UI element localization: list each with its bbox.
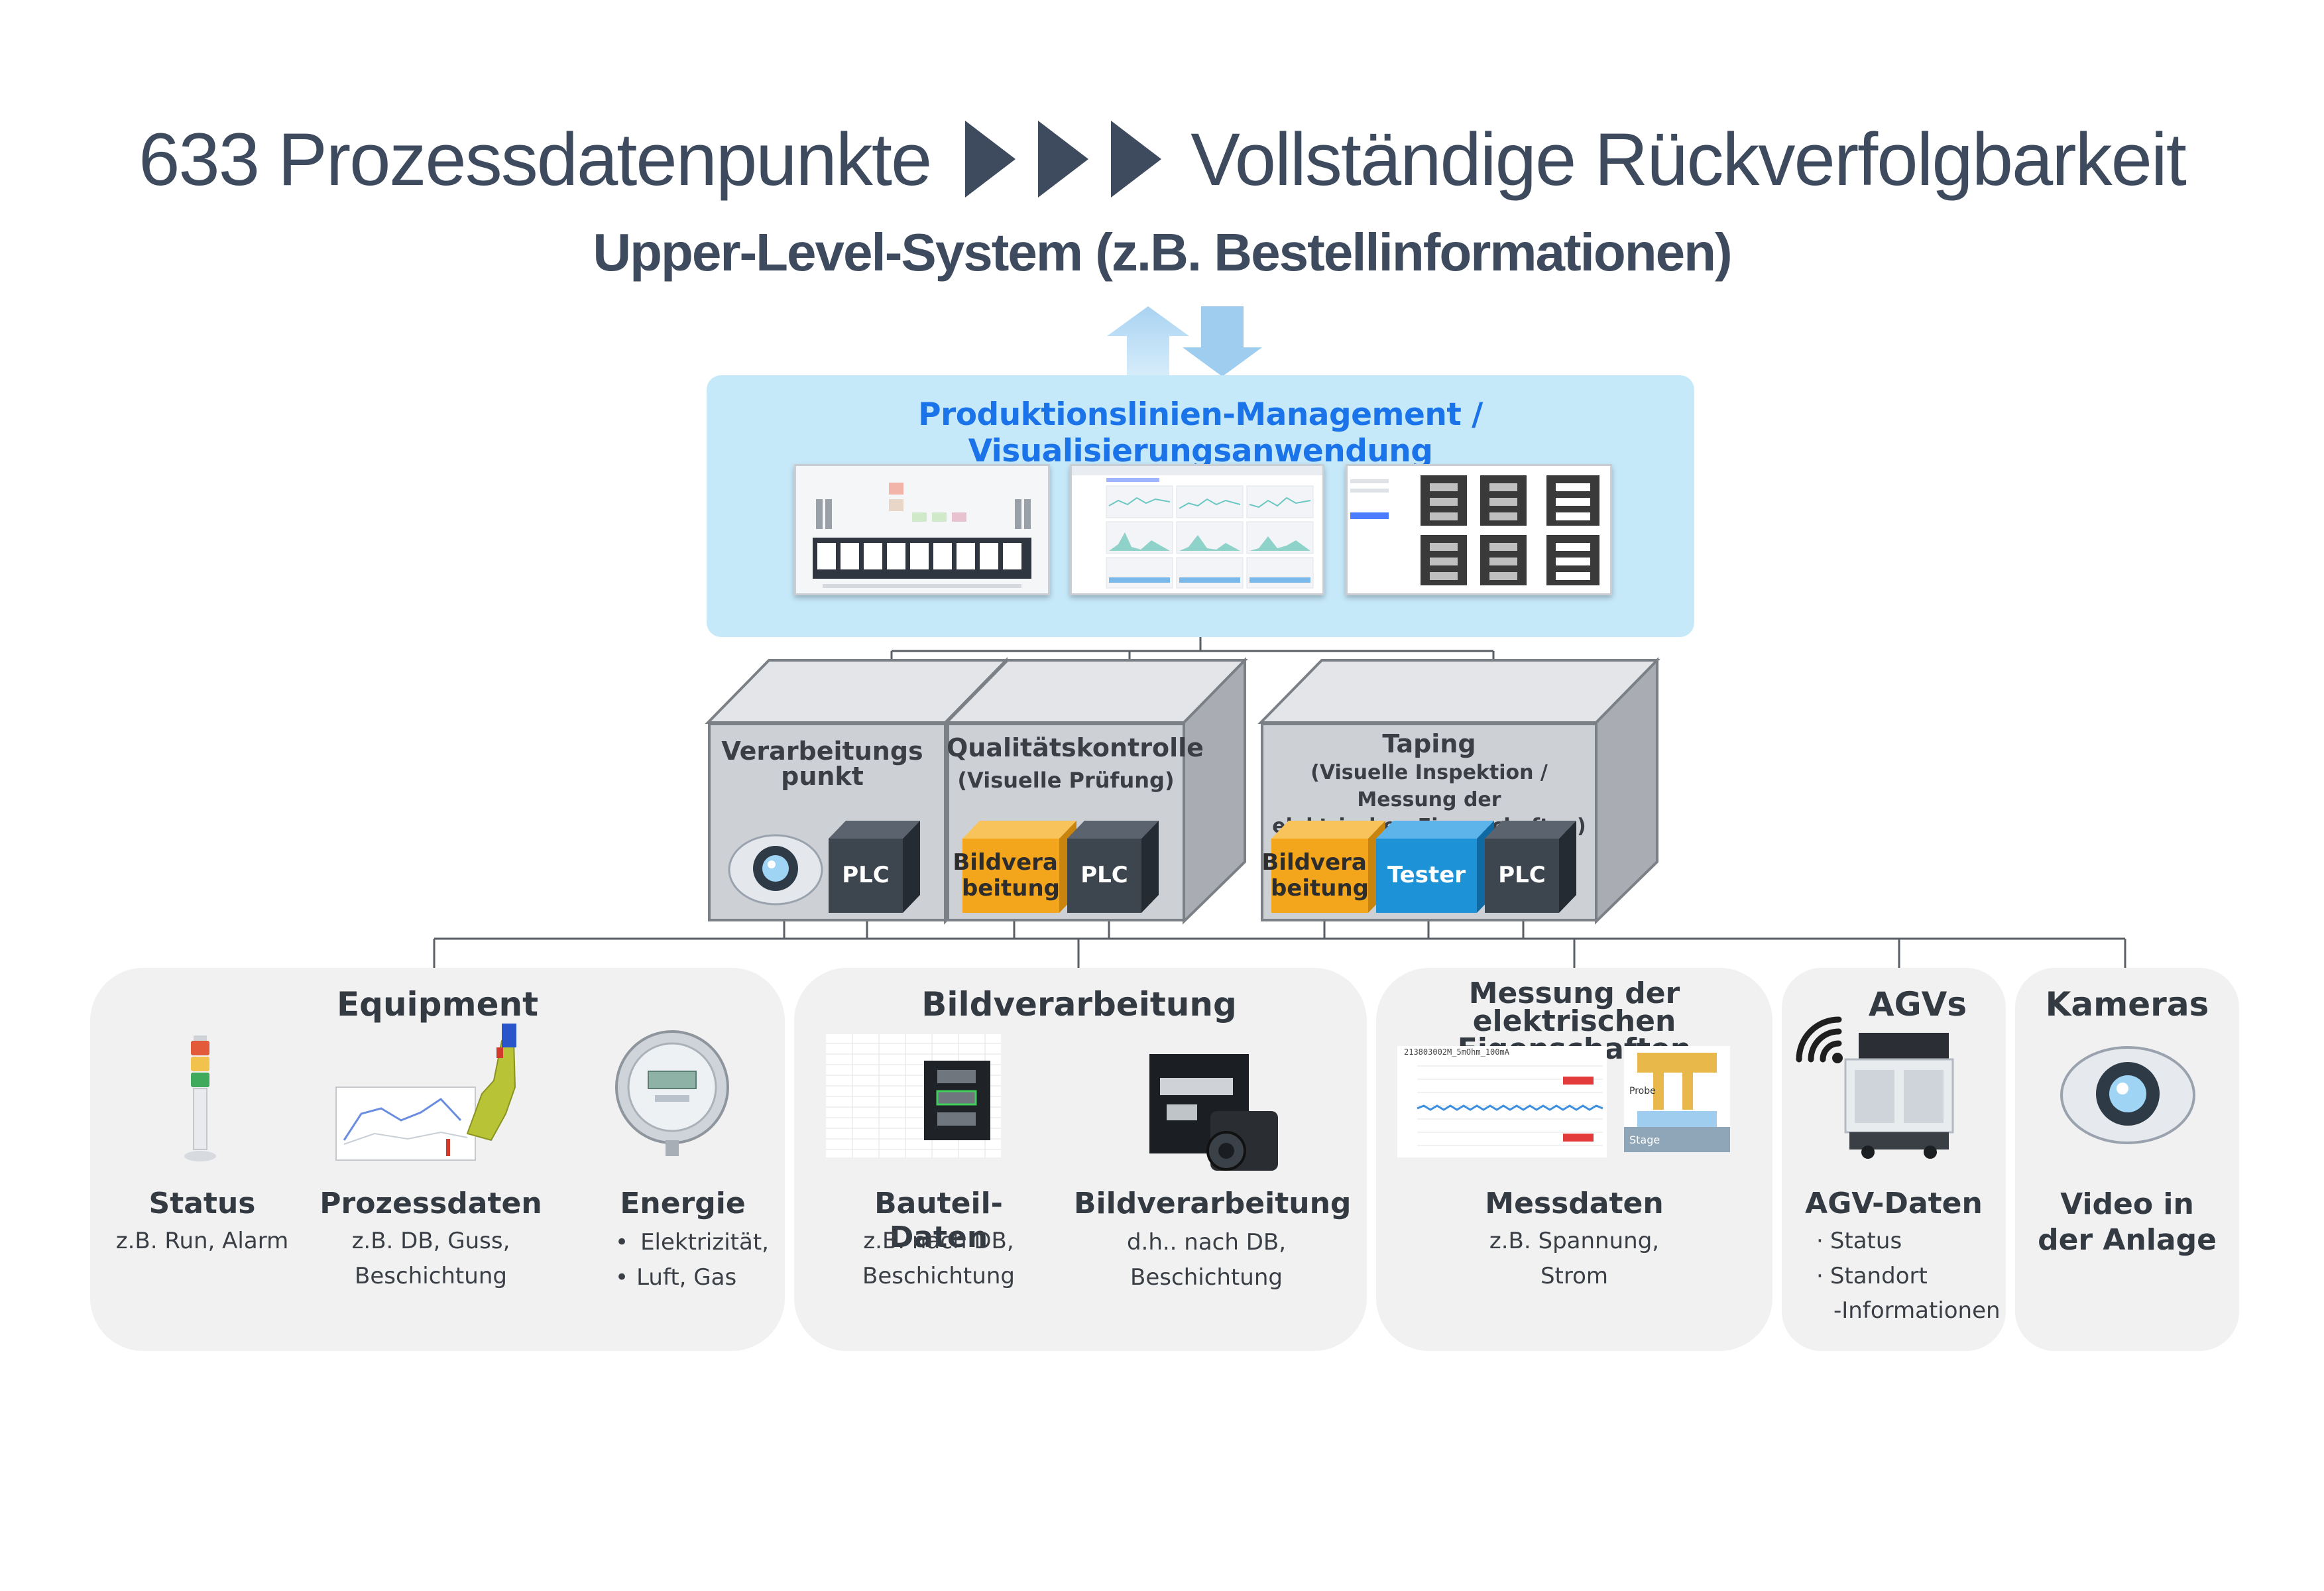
measurement-chart: 213803002M_5mOhm_100mA: [1397, 1046, 1607, 1157]
plc-chip-3d: [1485, 821, 1576, 913]
process-data-graphic: [335, 1024, 516, 1161]
plc-chip-3d: [829, 821, 920, 913]
station-taping-title: Taping: [1382, 729, 1476, 758]
tester-chip-3d: [1376, 821, 1494, 913]
process-data-title: Prozessdaten: [320, 1187, 542, 1220]
plc-chip-3d: [1067, 821, 1159, 913]
line-overview-graphic: [796, 466, 1048, 593]
station-processing-title: Verarbeitungs punkt: [721, 737, 923, 791]
energy-title: Energie: [620, 1187, 746, 1220]
parts-data-description: z.B. nach DB, Beschichtung: [862, 1228, 1015, 1289]
title-left: 633 Prozessdatenpunkte: [139, 117, 932, 201]
dashboard-graphic: [1072, 466, 1322, 593]
up-arrow-icon: [1107, 306, 1189, 379]
panel-measurement: [1376, 968, 1772, 1351]
status-title: Status: [148, 1187, 256, 1220]
upper-level-system-label: Upper-Level-System (z.B. Bestellinformat…: [593, 223, 1732, 282]
status-description: z.B. Run, Alarm: [115, 1228, 289, 1254]
image-processing-title: Bildverarbeitung: [1074, 1187, 1352, 1220]
panel-agv: [1782, 968, 2006, 1351]
dashboard-screenshot: [1070, 464, 1324, 595]
process-data-description: z.B. DB, Guss, Beschichtung: [351, 1228, 510, 1289]
parts-data-title: Bauteil-Daten: [874, 1187, 1003, 1254]
line-overview-screenshot: [794, 464, 1050, 595]
tester-chip: Tester: [1376, 839, 1477, 913]
down-arrow-icon: [1183, 306, 1262, 377]
measurement-waveform: [1417, 1065, 1603, 1146]
probe-stage-illustration: [1624, 1053, 1730, 1152]
panel-cameras: [2015, 968, 2239, 1351]
panel-image-processing-title: Bildverarbeitung: [921, 985, 1237, 1024]
panel-equipment-title: Equipment: [337, 985, 538, 1024]
image-chip-3d: [1271, 821, 1385, 913]
camera-data-title: Video in der Anlage: [2038, 1187, 2217, 1257]
image-processing-description: d.h.. nach DB, Beschichtung: [1126, 1229, 1287, 1291]
bidirectional-arrow-icon: [1107, 306, 1262, 379]
inspection-graphic: [1348, 466, 1610, 593]
plc-chip: PLC: [1067, 839, 1141, 913]
agv-data-title: AGV-Daten: [1805, 1187, 1983, 1220]
signal-tower-icon: [184, 1035, 216, 1161]
stage-label: Stage: [1629, 1134, 1660, 1146]
triple-arrow-icon: [965, 121, 1162, 198]
measurement-chart-caption: 213803002M_5mOhm_100mA: [1404, 1047, 1509, 1057]
energy-description: •Elektrizität, •Luft, Gas: [615, 1229, 769, 1291]
probe-label: Probe: [1629, 1086, 1656, 1096]
inspection-screenshot: [1346, 464, 1612, 595]
camera-icon: [2060, 1046, 2195, 1144]
camera-icon: [728, 834, 823, 906]
agv-robot-graphic: [1844, 1033, 1954, 1159]
play-arrow-icon: [965, 121, 1016, 198]
management-app-title: Produktionslinien-Management / Visualisi…: [918, 396, 1483, 469]
measurement-data-title: Messdaten: [1485, 1187, 1664, 1220]
parts-data-graphic: [826, 1034, 1001, 1157]
measurement-data-description: z.B. Spannung, Strom: [1489, 1228, 1660, 1289]
agv-data-description: ·Status ·Standort -Informationen: [1816, 1228, 2001, 1325]
panel-agv-title: AGVs: [1868, 985, 1967, 1024]
play-arrow-icon: [1111, 121, 1162, 198]
plc-chip: PLC: [1485, 839, 1559, 913]
plc-chip: PLC: [829, 839, 903, 913]
station-quality-subtitle: (Visuelle Prüfung): [957, 768, 1175, 793]
wifi-icon: [1796, 1016, 1843, 1063]
station-quality-title: Qualitätskontrolle: [947, 733, 1204, 762]
page-title: 633 Prozessdatenpunkte Vollständige Rück…: [0, 113, 2324, 206]
energy-meter-icon: [615, 1030, 729, 1156]
play-arrow-icon: [1038, 121, 1089, 198]
image-chip-3d: [962, 821, 1076, 913]
panel-cameras-title: Kameras: [2045, 985, 2209, 1024]
probe-stage-graphic: Probe Stage: [1624, 1046, 1730, 1152]
title-right: Vollständige Rückverfolgbarkeit: [1191, 117, 2187, 201]
vision-camera-graphic: [1149, 1054, 1278, 1171]
